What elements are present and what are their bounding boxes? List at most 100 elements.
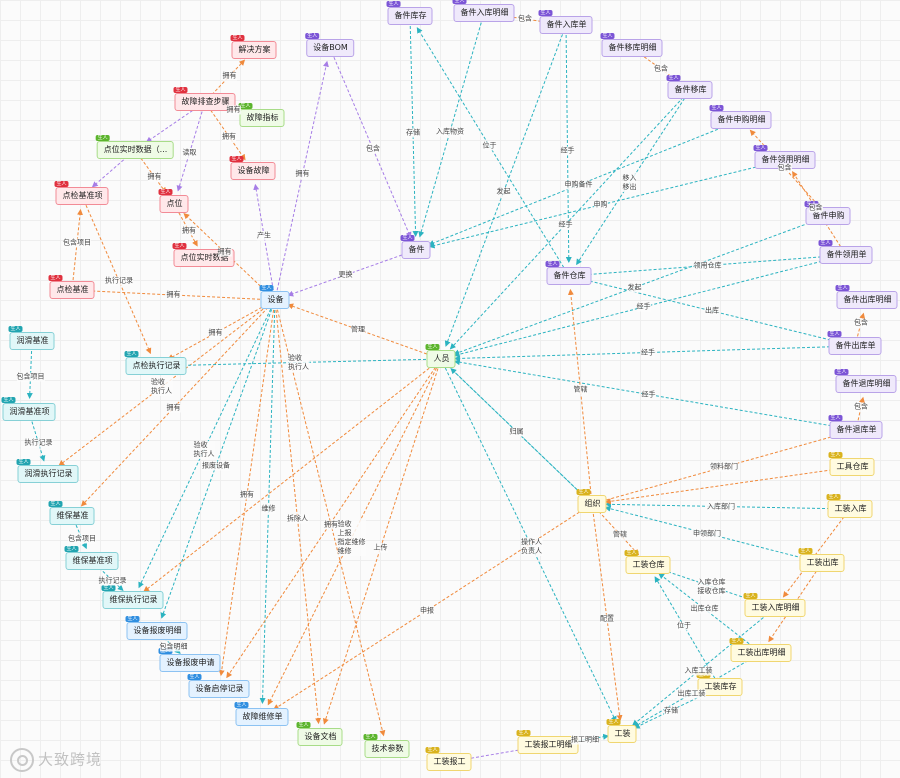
node-设备文档[interactable]: 生人设备文档 [296,722,343,746]
node-type-tag: 生人 [828,452,843,458]
edge-label: 拥有 [222,132,236,141]
node-工装报工[interactable]: 生人工装报工 [425,747,472,771]
edge-10 [84,287,276,301]
node-维保执行记录[interactable]: 生人维保执行记录 [101,585,164,609]
node-label: 工装出库明细 [737,648,786,657]
node-备件[interactable]: 生人备件 [400,235,431,259]
node-备件出库明细[interactable]: 生人备件出库明细 [835,285,898,309]
edge-46 [449,89,691,350]
edge-34 [416,27,570,277]
node-组织[interactable]: 生人组织 [576,489,607,513]
edge-label: 归属 [509,427,524,436]
edge-label: 管理 [351,325,365,334]
watermark-logo-icon [10,748,34,772]
node-工装[interactable]: 生人工装 [606,719,637,743]
node-label: 备件移库 [674,85,707,94]
node-label: 工装仓库 [632,560,665,569]
edge-66 [604,466,853,505]
node-润滑基准项[interactable]: 生人润滑基准项 [1,397,56,421]
node-备件领用单[interactable]: 生人备件领用单 [818,240,873,264]
node-type-tag: 生人 [729,638,744,644]
edge-label: 包含 [854,402,868,412]
node-人员[interactable]: 生人人员 [425,344,456,368]
node-点检执行记录[interactable]: 生人点检执行记录 [124,351,187,375]
node-设备报废申请[interactable]: 生人设备报废申请 [158,648,221,672]
node-type-tag: 生人 [230,35,245,41]
node-润滑执行记录[interactable]: 生人润滑执行记录 [16,459,79,483]
edge-63 [272,503,593,710]
node-设备BOM[interactable]: 生人设备BOM [305,33,354,57]
node-点检基准项[interactable]: 生人点检基准项 [54,181,109,205]
watermark: 大致跨境 [10,748,102,772]
edge-36 [749,129,829,217]
edge-38 [428,119,742,246]
node-技术参数[interactable]: 生人技术参数 [363,734,410,758]
edge-59 [567,288,593,505]
edge-label: 执行记录 [98,576,127,585]
node-type-tag: 生人 [709,105,724,111]
node-备件入库单[interactable]: 生人备件入库单 [538,10,593,34]
node-label: 备件申购 [812,211,845,220]
edge-label: 入库物资 [436,127,464,136]
node-点位实时数据1[interactable]: 生人点位实时数据（... [95,135,174,159]
edge-label: 包含项目 [63,238,91,248]
node-备件领用明细[interactable]: 生人备件领用明细 [753,145,816,169]
edge-0 [204,59,246,103]
node-备件退库明细[interactable]: 生人备件退库明细 [834,369,897,393]
node-设备故障[interactable]: 生人设备故障 [229,156,276,180]
node-工装报工明细[interactable]: 生人工装报工明细 [516,730,579,754]
node-备件移库明细[interactable]: 生人备件移库明细 [600,33,663,57]
node-工装出库明细[interactable]: 生人工装出库明细 [729,638,792,662]
node-备件申购明细[interactable]: 生人备件申购明细 [709,105,772,129]
node-故障排查步骤[interactable]: 生人故障排查步骤 [173,87,236,111]
node-设备启停记录[interactable]: 生人设备启停记录 [187,674,250,698]
edge-label: 移入移出 [622,174,637,192]
node-故障指标[interactable]: 生人故障指标 [238,103,285,127]
node-label: 点位 [166,199,183,208]
node-label: 点位实时数据（... [103,145,168,154]
node-维保基准[interactable]: 生人维保基准 [48,501,95,525]
node-工具仓库[interactable]: 生人工具仓库 [828,452,875,476]
node-工装出库[interactable]: 生人工装出库 [798,548,845,572]
node-工装入库[interactable]: 生人工装入库 [826,494,873,518]
node-label: 润滑执行记录 [24,469,73,478]
edge-50 [453,359,857,431]
node-设备报废明细[interactable]: 生人设备报废明细 [125,616,188,640]
node-type-tag: 生人 [828,415,843,421]
node-type-tag: 生人 [305,33,320,39]
node-备件出库单[interactable]: 生人备件出库单 [827,331,882,355]
node-备件入库明细[interactable]: 生人备件入库明细 [452,0,515,22]
node-备件移库[interactable]: 生人备件移库 [666,75,713,99]
node-label: 润滑基准 [16,336,49,345]
node-设备[interactable]: 生人设备 [259,285,290,309]
node-维保基准项[interactable]: 生人维保基准项 [64,546,119,570]
node-type-tag: 生人 [296,722,311,728]
edge-label: 发起 [627,283,642,292]
edge-label: 包含项目 [16,372,45,381]
edge-56 [322,358,442,725]
edge-label: 出库仓库 [690,604,719,614]
node-备件仓库[interactable]: 生人备件仓库 [545,261,592,285]
node-点检基准[interactable]: 生人点检基准 [48,275,95,299]
edge-label: 包含 [654,64,668,74]
node-工装入库明细[interactable]: 生人工装入库明细 [743,593,806,617]
node-label: 点检执行记录 [132,361,181,370]
node-备件库存[interactable]: 生人备件库存 [386,1,433,25]
edge-76 [461,744,549,762]
node-type-tag: 生人 [124,351,139,357]
node-label: 备件出库单 [835,341,876,350]
node-label: 设备报废申请 [166,658,215,667]
node-故障维修单[interactable]: 生人故障维修单 [234,702,289,726]
node-点位[interactable]: 生人点位 [158,189,189,213]
node-type-tag: 生人 [173,87,188,93]
node-润滑基准[interactable]: 生人润滑基准 [8,326,55,350]
node-type-tag: 生人 [624,550,639,556]
node-解决方案[interactable]: 生人解决方案 [230,35,277,59]
edge-18 [259,299,276,705]
node-type-tag: 生人 [827,331,842,337]
edge-label: 入库仓库接收仓库 [697,577,726,596]
edge-label: 经手 [558,220,573,229]
node-备件退库单[interactable]: 生人备件退库单 [828,415,883,439]
node-工装仓库[interactable]: 生人工装仓库 [624,550,671,574]
